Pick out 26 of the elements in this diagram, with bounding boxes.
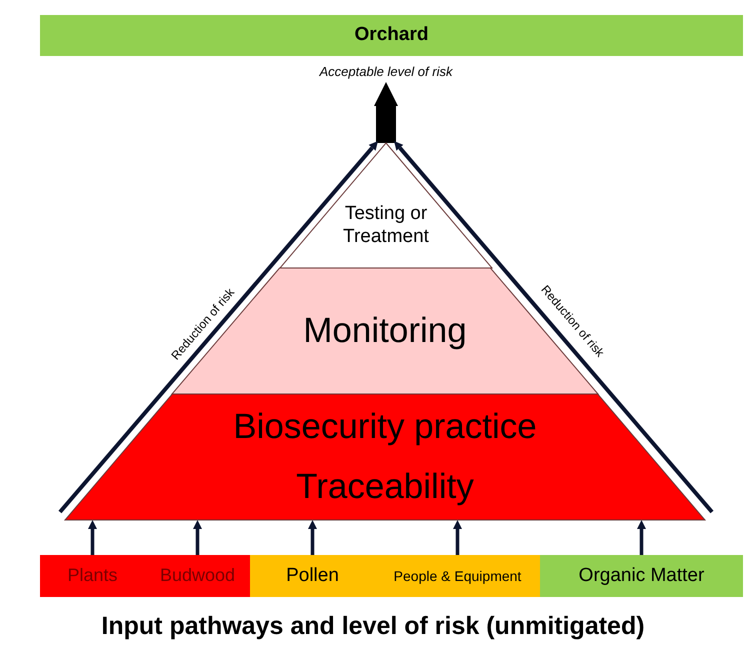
arrow [308,520,317,555]
arrow [394,141,714,514]
node-label: Monitoring [303,310,467,352]
node-label: Plants [67,565,118,587]
arrow [58,141,378,514]
node-label: Budwood [160,565,236,587]
pathway-segment [145,555,250,597]
pathway-segment [540,555,743,597]
node-label: Biosecurity practice [233,406,537,448]
node-label: Orchard [354,24,428,47]
caption: Input pathways and level of risk (unmitigated) [100,612,646,641]
node-label: Organic Matter [578,564,704,588]
annotation-text: Acceptable level of risk [320,64,452,80]
node-label: Testing or Treatment [342,202,430,248]
arrow [193,520,202,555]
arrow [374,82,398,143]
node-label: Traceability [296,466,474,508]
pathway-segment [375,555,540,597]
arrow [453,520,462,555]
arrow [637,520,646,555]
pathway-segment [40,555,145,597]
arrow [88,520,97,555]
node-label: People & Equipment [394,568,522,584]
node-label: Pollen [286,564,339,588]
title-bar [40,15,743,56]
pathway-segment [250,555,375,597]
